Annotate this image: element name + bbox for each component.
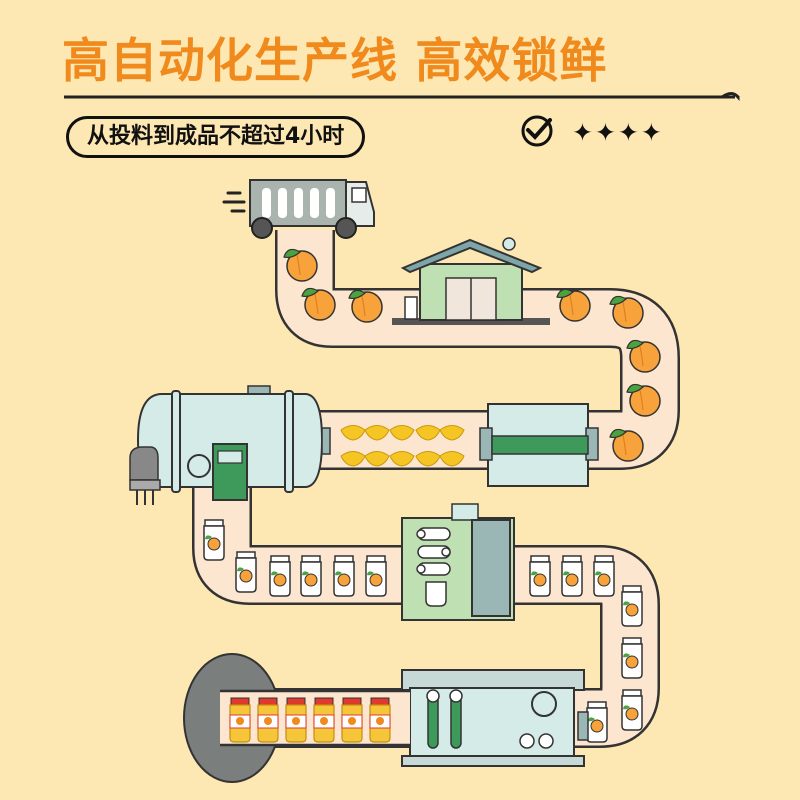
finished-product-jar-icon bbox=[369, 697, 391, 743]
peach-jar-icon bbox=[562, 556, 582, 596]
filling-machine bbox=[401, 503, 515, 621]
subtitle-pill: 从投料到成品不超过4小时 bbox=[66, 116, 366, 158]
finished-product-jar-icon bbox=[285, 697, 307, 743]
star-row: ✦✦✦✦ bbox=[572, 118, 664, 147]
peach-jar-icon bbox=[236, 552, 256, 592]
peach-jar-icon bbox=[334, 556, 354, 596]
peach-jar-icon bbox=[587, 702, 607, 742]
peach-jar-icon bbox=[204, 520, 224, 560]
peach-jar-icon bbox=[622, 690, 642, 730]
sealing-machine bbox=[401, 669, 589, 767]
peach-jar-icon bbox=[301, 556, 321, 596]
check-circle-icon bbox=[521, 115, 553, 147]
peach-jar-icon bbox=[622, 638, 642, 678]
peach-jar-icon bbox=[622, 586, 642, 626]
peach-jar-icon bbox=[366, 556, 386, 596]
finished-product-jar-icon bbox=[229, 697, 251, 743]
peach-jar-icon bbox=[530, 556, 550, 596]
peach-jar-icon bbox=[594, 556, 614, 596]
finished-product-jar-icon bbox=[257, 697, 279, 743]
finished-product-jar-icon bbox=[313, 697, 335, 743]
peeling-machine bbox=[479, 403, 599, 487]
warehouse-building-icon bbox=[392, 237, 550, 325]
processing-tank-icon bbox=[129, 385, 331, 505]
finished-product-jar-icon bbox=[341, 697, 363, 743]
delivery-truck-icon bbox=[222, 179, 375, 239]
headline: 高自动化生产线 高效锁鲜 bbox=[62, 34, 608, 89]
peach-jar-icon bbox=[270, 556, 290, 596]
